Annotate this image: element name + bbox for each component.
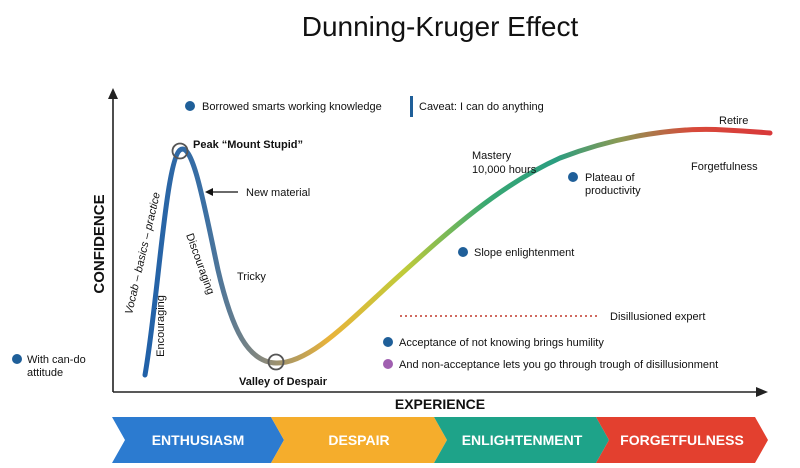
- borrowed-label: Borrowed smarts working knowledge: [202, 101, 382, 113]
- phase-despair-label: DESPAIR: [328, 432, 389, 448]
- x-axis-label: EXPERIENCE: [395, 396, 485, 412]
- new-material-arrowhead: [205, 188, 213, 196]
- retire-label: Retire: [719, 115, 748, 127]
- new-material-label: New material: [246, 187, 310, 199]
- borrowed-dot: [185, 101, 195, 111]
- encouraging-label: Encouraging: [155, 295, 167, 357]
- tricky-label: Tricky: [237, 271, 266, 283]
- x-axis-arrow: [756, 387, 768, 397]
- valley-marker: [267, 353, 285, 371]
- plateau-label-line1: Plateau of: [585, 172, 635, 184]
- non-acceptance-label: And non-acceptance lets you go through t…: [399, 359, 718, 371]
- acceptance-label: Acceptance of not knowing brings humilit…: [399, 337, 604, 349]
- plateau-label-line2: productivity: [585, 185, 641, 197]
- phase-enthusiasm-shape: [112, 417, 284, 463]
- can-do-dot: [12, 354, 22, 364]
- non-acceptance-dot: [383, 359, 393, 369]
- mastery-label-line2: 10,000 hours: [472, 164, 537, 176]
- phase-enthusiasm-label: ENTHUSIASM: [152, 432, 245, 448]
- valley-label: Valley of Despair: [239, 376, 328, 388]
- disillusioned-label: Disillusioned expert: [610, 311, 705, 323]
- confidence-curve: [142, 126, 773, 378]
- acceptance-dot: [383, 337, 393, 347]
- phase-despair-shape: [271, 417, 447, 463]
- phase-enlightenment-label: ENLIGHTENMENT: [462, 432, 583, 448]
- phase-forgetfulness-label: FORGETFULNESS: [620, 432, 744, 448]
- plateau-dot: [568, 172, 578, 182]
- diagram-title: Dunning-Kruger Effect: [302, 11, 579, 42]
- mastery-label-line1: Mastery: [472, 150, 512, 162]
- peak-label: Peak “Mount Stupid”: [193, 139, 303, 151]
- y-axis-arrow: [108, 88, 118, 99]
- phase-enlightenment-shape: [434, 417, 609, 463]
- forgetfulness-label: Forgetfulness: [691, 161, 758, 173]
- slope-dot: [458, 247, 468, 257]
- slope-label: Slope enlightenment: [474, 247, 574, 259]
- can-do-label-line1: With can-do: [27, 354, 86, 366]
- caveat-label: Caveat: I can do anything: [419, 101, 544, 113]
- phase-forgetfulness-shape: [596, 417, 768, 463]
- can-do-label-line2: attitude: [27, 367, 63, 379]
- y-axis-label: CONFIDENCE: [91, 194, 108, 293]
- caveat-bar: [410, 96, 413, 117]
- phase-bar: ENTHUSIASM DESPAIR ENLIGHTENMENT FORGETF…: [112, 417, 768, 463]
- peak-marker: [171, 142, 189, 160]
